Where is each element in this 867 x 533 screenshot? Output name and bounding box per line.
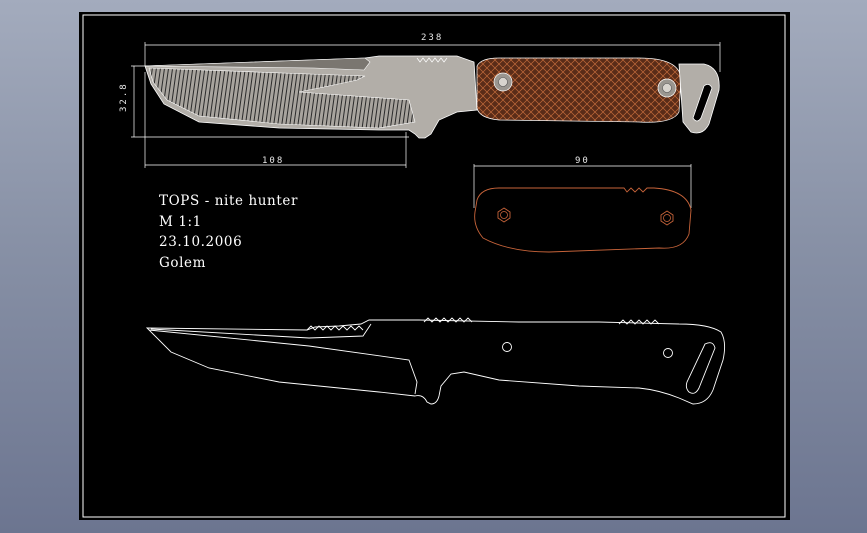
- handle-jimping-rear: [618, 319, 660, 325]
- lanyard-slot-outline: [685, 342, 716, 394]
- dimension-label-height: 32.8: [119, 82, 129, 112]
- scale-text: M 1:1: [159, 214, 202, 230]
- knife-side-view-rendered: [144, 55, 720, 139]
- spine-jimping: [416, 57, 448, 63]
- title-block: TOPS - nite hunter M 1:1 23.10.2006 Gole…: [159, 193, 298, 271]
- author-text: Golem: [159, 255, 206, 271]
- handle-scale-outline: [474, 187, 692, 253]
- title-text: TOPS - nite hunter: [159, 193, 298, 209]
- dimension-label-scale: 90: [575, 156, 590, 166]
- handle-jimping-outline: [423, 317, 473, 323]
- spine-jimping-outline: [306, 325, 364, 331]
- bolt-front: [493, 72, 513, 92]
- knife-drawing: 238 108 32.8 90 TOPS - nite hunter M 1:1…: [82, 14, 786, 518]
- dimension-label-blade: 108: [262, 156, 284, 166]
- scale-hole-rear: [660, 210, 674, 226]
- dimension-blade-length: [144, 72, 407, 168]
- lanyard-slot: [692, 84, 713, 122]
- pommel: [678, 63, 720, 134]
- knife-side-view-outline: [145, 317, 726, 405]
- handle-scale-top-view: [476, 57, 682, 123]
- blade-grind-line: [148, 329, 418, 395]
- date-text: 23.10.2006: [159, 234, 242, 250]
- drawing-frame: [82, 14, 786, 518]
- swedge-line: [150, 323, 372, 339]
- blade-spine-cut: [144, 57, 371, 71]
- bolt-rear: [657, 78, 677, 98]
- dimension-label-overall: 238: [421, 33, 443, 43]
- drawing-sheet: 238 108 32.8 90 TOPS - nite hunter M 1:1…: [79, 12, 790, 520]
- dimension-scale-width: [473, 164, 692, 208]
- bolt-hole-front: [502, 342, 512, 352]
- dimension-blade-height: [131, 65, 409, 138]
- dimension-overall-length: [144, 42, 721, 72]
- bolt-hole-rear: [663, 348, 673, 358]
- knife-outline: [145, 319, 726, 405]
- scale-hole-front: [497, 207, 511, 223]
- blade-grind: [148, 67, 416, 129]
